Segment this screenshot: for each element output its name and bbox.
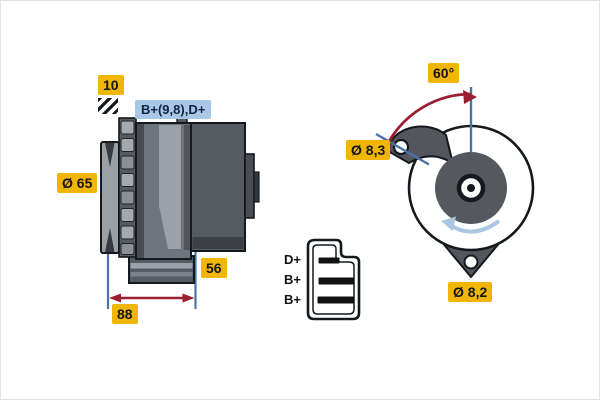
rear-housing — [190, 122, 260, 252]
front-housing — [135, 116, 192, 260]
pin-label-bplus-1: B+ — [284, 272, 301, 287]
connector-inner-wall — [312, 244, 355, 315]
rear-stub — [244, 153, 255, 219]
connector-diagram — [306, 238, 361, 321]
depth-dimension-label: 56 — [201, 258, 227, 278]
hatch-pattern-icon — [98, 98, 118, 114]
connector-pin-bplus-2 — [317, 296, 354, 304]
mounting-angle-label: 60° — [428, 63, 460, 83]
rear-stub-small — [253, 171, 260, 203]
shaft-size-label: 10 — [98, 75, 124, 95]
side-view — [100, 116, 260, 309]
terminal-designation-label: B+(9,8),D+ — [135, 100, 212, 119]
rotation-direction-arrow — [441, 216, 501, 234]
mounting-ear-top — [387, 125, 454, 165]
fan — [118, 117, 137, 258]
pin-label-bplus-2: B+ — [284, 292, 301, 307]
connector-pin-bplus-1 — [318, 277, 354, 285]
hole-bottom-diameter-label: Ø 8,2 — [448, 282, 493, 302]
length-dimension-label: 88 — [112, 304, 138, 324]
pulley-groove-bottom — [105, 228, 115, 252]
shaft-hub — [456, 173, 486, 203]
mounting-hole-bottom — [463, 254, 479, 270]
pin-label-dplus: D+ — [284, 252, 301, 267]
front-view — [375, 87, 535, 278]
connector-pin-dplus — [318, 257, 340, 264]
pulley — [100, 141, 120, 254]
reference-line-hole-axis — [375, 132, 430, 166]
housing-highlight — [159, 125, 181, 249]
dimension-arrow-88 — [109, 293, 195, 303]
mounting-foot — [128, 255, 195, 284]
hole-top-diameter-label: Ø 8,3 — [346, 140, 391, 160]
pulley-groove-top — [105, 143, 115, 167]
pulley-diameter-label: Ø 65 — [57, 173, 98, 193]
